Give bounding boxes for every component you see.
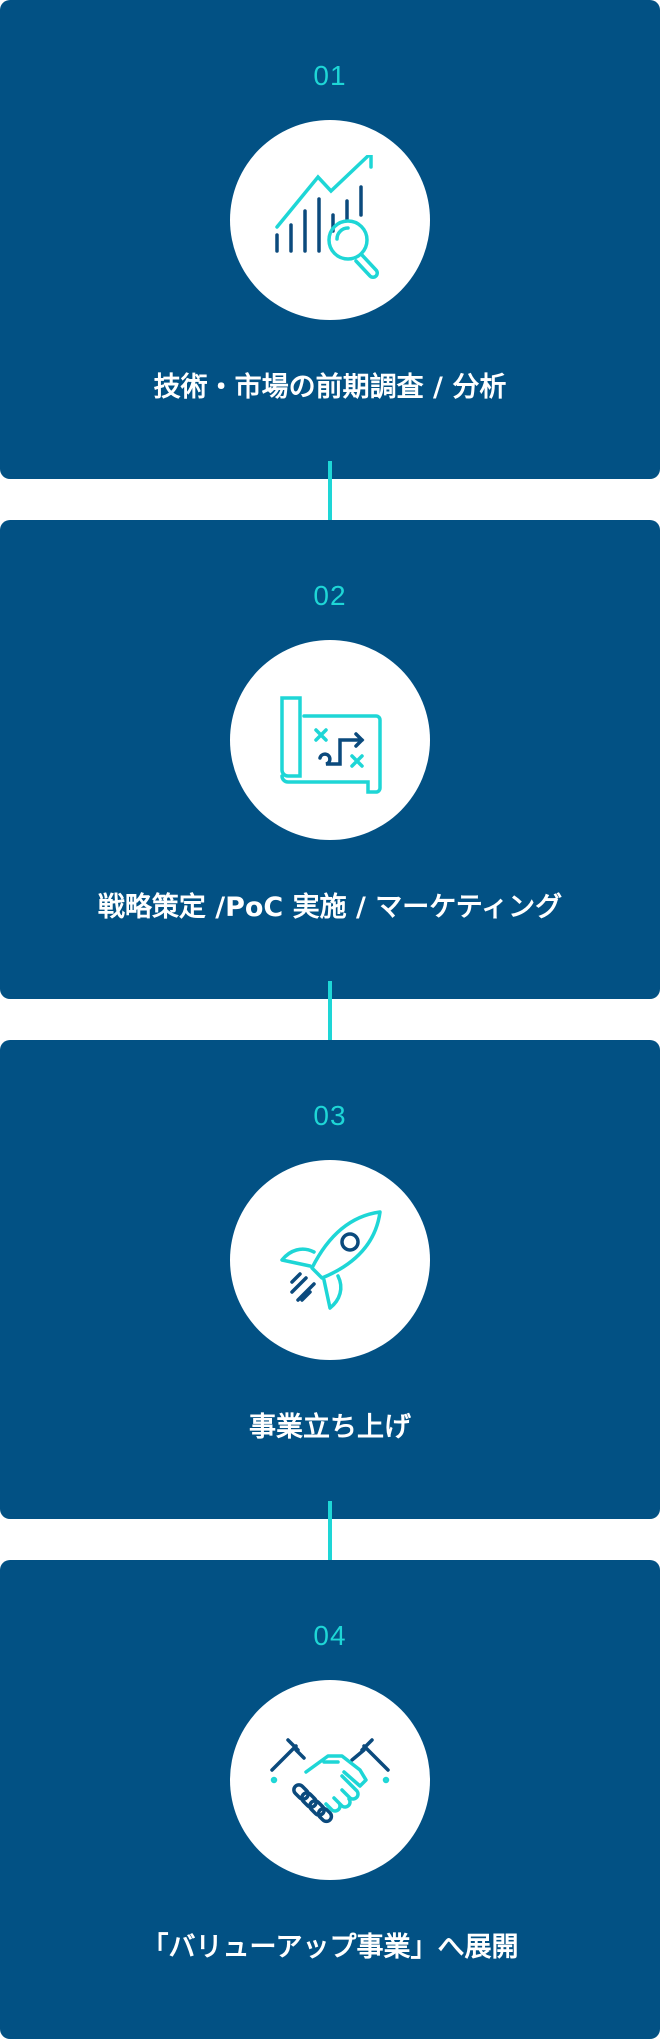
step-number: 01 — [313, 60, 347, 91]
step-card-2: 02 戦略策定 /PoC 実施 / マーケティング — [0, 520, 660, 999]
step-title: 事業立ち上げ — [249, 1412, 411, 1443]
strategy-map-icon — [280, 696, 382, 794]
connector-line — [328, 1501, 332, 1560]
chart-search-icon — [275, 155, 379, 279]
connector-line — [328, 981, 332, 1040]
step-number: 02 — [313, 580, 347, 611]
step-number: 04 — [313, 1620, 347, 1651]
handshake-icon — [270, 1738, 390, 1824]
step-card-1: 01 技術・市場の前期調査 / 分析 — [0, 0, 660, 479]
connector-line — [328, 461, 332, 520]
icon-circle — [230, 1160, 430, 1360]
rocket-icon — [280, 1210, 382, 1310]
step-card-3: 03 事業立ち上げ — [0, 1040, 660, 1519]
step-number: 03 — [313, 1100, 347, 1131]
step-title: 戦略策定 /PoC 実施 / マーケティング — [97, 892, 563, 923]
icon-circle — [230, 120, 430, 320]
icon-circle — [230, 640, 430, 840]
step-title: 技術・市場の前期調査 / 分析 — [153, 372, 507, 403]
step-card-4: 04 「バリューアップ事業」へ展開 — [0, 1560, 660, 2039]
icon-circle — [230, 1680, 430, 1880]
step-title: 「バリューアップ事業」へ展開 — [141, 1932, 519, 1963]
